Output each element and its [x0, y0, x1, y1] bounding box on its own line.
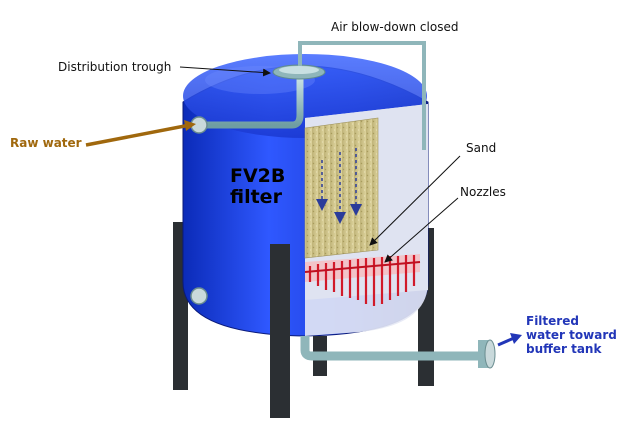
tank-name-line1: FV2B	[230, 166, 290, 187]
sand-label: Sand	[466, 141, 496, 155]
nozzles-label: Nozzles	[460, 185, 506, 199]
filtered-line1: Filtered	[526, 314, 622, 328]
raw-water-arrow	[86, 125, 190, 145]
tank-name-line2: filter	[230, 187, 290, 208]
tank-name-label: FV2B filter	[230, 166, 290, 208]
sand-bed	[305, 118, 378, 258]
filtered-line2: water toward	[526, 328, 622, 342]
filtered-water-arrow	[498, 338, 514, 345]
filtered-water-label: Filtered water toward buffer tank	[526, 314, 622, 356]
filtered-line3: buffer tank	[526, 342, 622, 356]
air-blowdown-label: Air blow-down closed	[331, 20, 458, 34]
distribution-trough-label: Distribution trough	[58, 60, 171, 74]
lower-flange	[191, 288, 207, 304]
filtered-water-outlet-pipe	[305, 336, 490, 356]
raw-water-label: Raw water	[10, 136, 82, 150]
support-leg-front-left	[270, 244, 290, 418]
